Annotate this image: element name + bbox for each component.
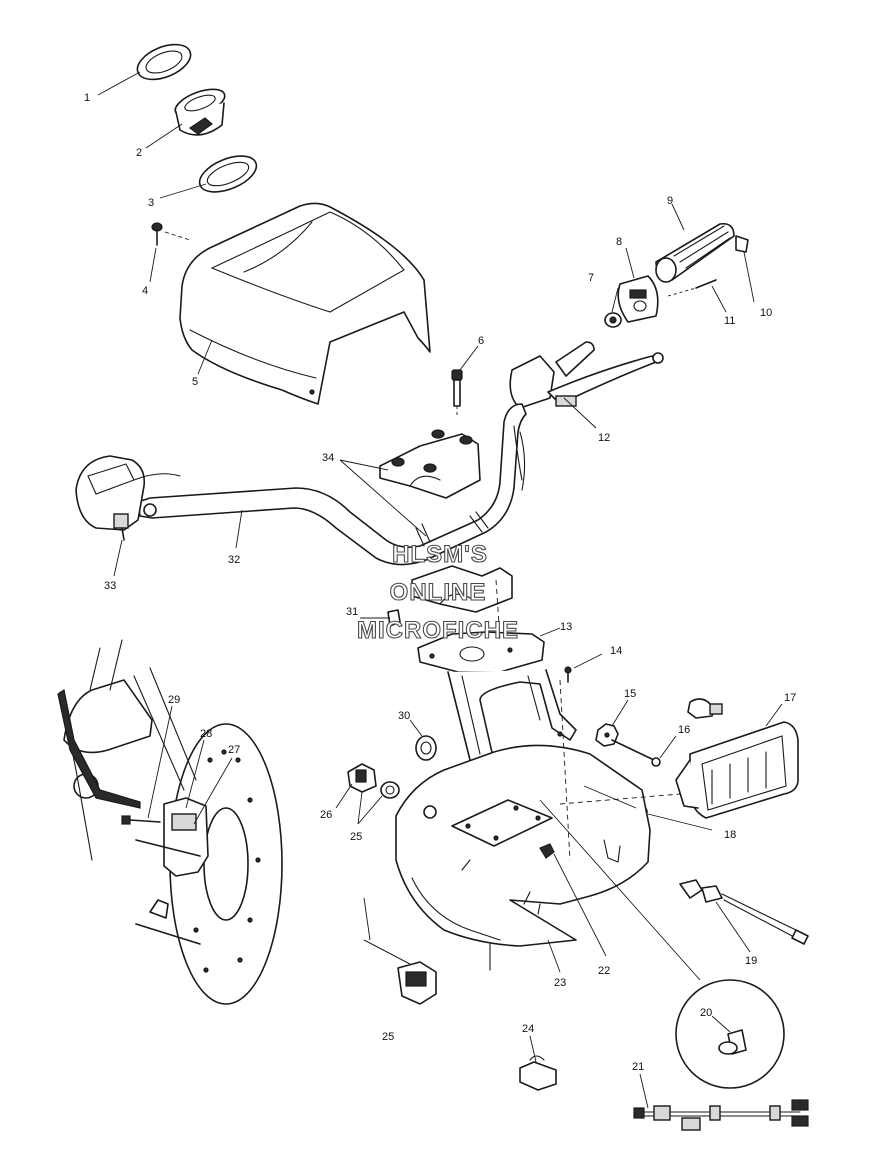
callout-33: 33 bbox=[104, 580, 116, 592]
callout-12: 12 bbox=[598, 432, 610, 444]
part-27-brake-disc bbox=[169, 723, 283, 1005]
part-8-switch-housing bbox=[617, 275, 659, 323]
callout-30: 30 bbox=[398, 710, 410, 722]
part-4-screw bbox=[151, 222, 191, 246]
part-21-wiring-harness bbox=[633, 1099, 809, 1131]
part-29-bolt bbox=[57, 689, 161, 825]
callout-24: 24 bbox=[522, 1023, 534, 1035]
part-33-master-cylinder bbox=[75, 455, 181, 541]
part-30-grommet bbox=[415, 735, 437, 761]
part-7-washer bbox=[604, 312, 622, 328]
part-25-switch-lower bbox=[363, 939, 437, 1005]
callout-1: 1 bbox=[84, 92, 90, 104]
callout-6: 6 bbox=[478, 335, 484, 347]
part-9-hand-grip bbox=[655, 222, 735, 283]
callout-34: 34 bbox=[322, 452, 334, 464]
watermark-line-3: MICROFICHE bbox=[357, 617, 519, 644]
watermark-line-1: HLSM'S bbox=[392, 541, 488, 568]
callout-25-lower: 25 bbox=[382, 1031, 394, 1043]
part-31-clip bbox=[387, 609, 401, 627]
part-28-brake-caliper bbox=[135, 797, 209, 945]
callout-10: 10 bbox=[760, 307, 772, 319]
part-6-bolt bbox=[451, 369, 463, 418]
callout-9: 9 bbox=[667, 195, 673, 207]
part-34-upper-clamp bbox=[379, 429, 481, 499]
part-2-grommet bbox=[174, 88, 226, 136]
watermark-line-2: ONLINE bbox=[390, 579, 487, 606]
callout-29: 29 bbox=[168, 694, 180, 706]
callout-23: 23 bbox=[554, 977, 566, 989]
part-15-adjuster-knob bbox=[595, 723, 619, 747]
part-5-pod-cover bbox=[179, 202, 431, 405]
part-22-nut bbox=[539, 843, 555, 859]
part-20-detail-circle bbox=[675, 979, 785, 1089]
callout-25-upper: 25 bbox=[350, 831, 362, 843]
part-14-screw bbox=[564, 666, 572, 683]
part-32-handlebar bbox=[137, 403, 527, 566]
callout-7: 7 bbox=[588, 272, 594, 284]
callout-19: 19 bbox=[745, 955, 757, 967]
callout-27: 27 bbox=[228, 744, 240, 756]
callout-3: 3 bbox=[148, 197, 154, 209]
callout-13: 13 bbox=[560, 621, 572, 633]
callout-8: 8 bbox=[616, 236, 622, 248]
part-1-bezel-ring bbox=[136, 43, 192, 81]
callout-31: 31 bbox=[346, 606, 358, 618]
part-26-switch bbox=[347, 763, 377, 793]
part-19-speedo-cable bbox=[679, 879, 809, 945]
callout-11: 11 bbox=[724, 315, 735, 327]
callout-28: 28 bbox=[200, 728, 212, 740]
callout-20: 20 bbox=[700, 1007, 712, 1019]
part-17-headlight bbox=[675, 698, 799, 819]
part-23-front-panel bbox=[395, 744, 651, 971]
callout-15: 15 bbox=[624, 688, 636, 700]
callout-32: 32 bbox=[228, 554, 240, 566]
callout-2: 2 bbox=[136, 147, 142, 159]
part-16-adjuster-screw bbox=[611, 739, 661, 767]
part-13-headlight-bracket bbox=[417, 631, 577, 781]
callout-26: 26 bbox=[320, 809, 332, 821]
part-10-bar-end bbox=[735, 235, 749, 253]
part-24-hose-clamp bbox=[519, 1055, 557, 1091]
part-25-switch-nut bbox=[380, 781, 400, 799]
part-11-screw bbox=[667, 279, 717, 297]
callout-22: 22 bbox=[598, 965, 610, 977]
part-3-seal-ring bbox=[198, 155, 258, 193]
part-12-lever-assembly bbox=[509, 341, 664, 409]
part-34-lower-clamp bbox=[411, 565, 513, 613]
callout-14: 14 bbox=[610, 645, 622, 657]
callout-21: 21 bbox=[632, 1061, 644, 1073]
callout-18: 18 bbox=[724, 829, 736, 841]
callout-4: 4 bbox=[142, 285, 148, 297]
callout-16: 16 bbox=[678, 724, 690, 736]
callout-17: 17 bbox=[784, 692, 796, 704]
callout-5: 5 bbox=[192, 376, 198, 388]
